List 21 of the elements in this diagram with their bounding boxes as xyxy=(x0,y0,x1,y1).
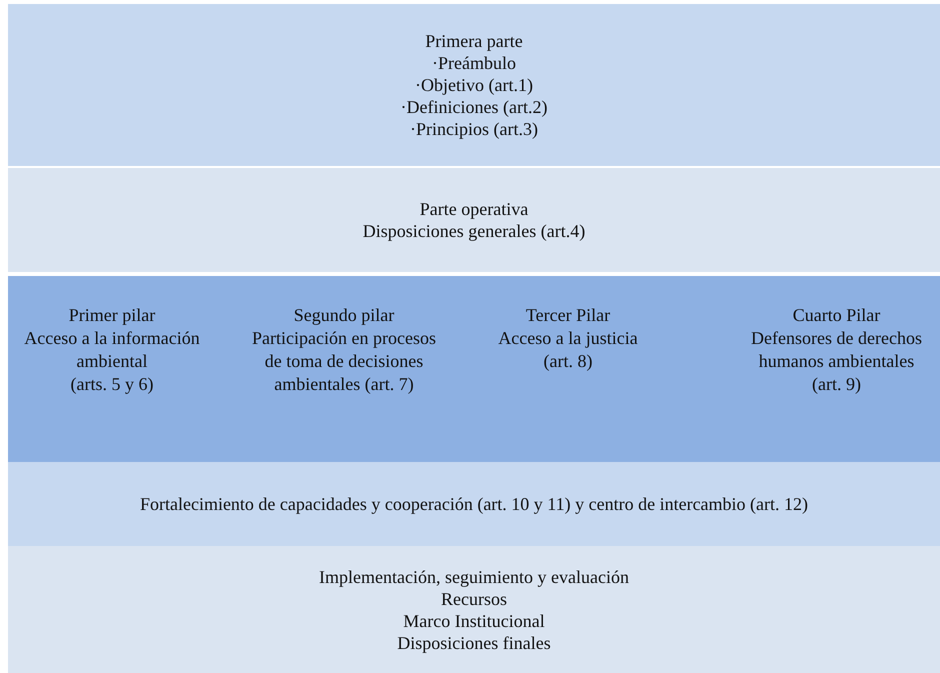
band-text: Implementación, seguimiento y evaluación xyxy=(319,566,629,588)
band xyxy=(8,462,940,546)
band xyxy=(8,546,940,673)
band-text: Marco Institucional xyxy=(403,610,545,632)
band-text: Primera parte xyxy=(425,30,523,52)
band-text: Fortalecimiento de capacidades y cooperación (art. 10 y 11) y centro de intercambio (art. 12) xyxy=(140,493,808,515)
pillar-cell: Segundo pilar Participación en procesos de toma de decisiones ambientales (art. 7) xyxy=(244,276,444,462)
band xyxy=(8,4,940,166)
band xyxy=(8,168,940,272)
band-text: ·Definiciones (art.2) xyxy=(400,96,548,118)
band-text: Disposiciones generales (art.4) xyxy=(362,220,586,242)
band-text: ·Objetivo (art.1) xyxy=(415,74,533,96)
band xyxy=(8,276,940,462)
band-text: ·Principios (art.3) xyxy=(410,118,538,140)
pillar-cell: Tercer Pilar Acceso a la justicia (art. 8) xyxy=(468,276,668,462)
pillar-cell: Cuarto Pilar Defensores de derechos humanos ambientales (art. 9) xyxy=(733,276,940,462)
band-text: Disposiciones finales xyxy=(397,632,551,654)
pillar-cell: Primer pilar Acceso a la información ambiental (arts. 5 y 6) xyxy=(12,276,212,462)
band-text: Parte operativa xyxy=(420,198,528,220)
band-text: Recursos xyxy=(441,588,507,610)
band-text: ·Preámbulo xyxy=(432,52,516,74)
